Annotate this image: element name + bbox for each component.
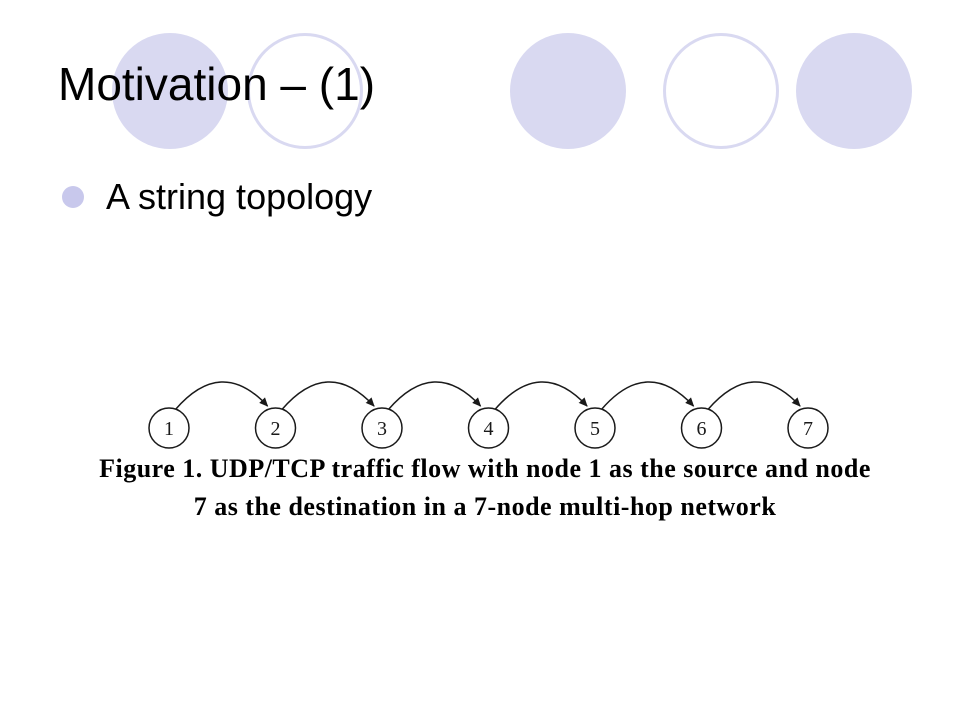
bullet-text: A string topology [106,176,373,217]
bullet-item: A string topology [62,176,372,218]
decor-circle-filled-3 [796,33,912,149]
node-2-circle [254,407,297,449]
node-5: 5 [574,407,616,449]
node-5-circle [574,407,616,449]
decor-circle-ring-2 [663,33,779,149]
node-6-label: 6 [697,418,707,440]
node-3: 3 [361,407,403,449]
figure-caption: Figure 1. UDP/TCP traffic flow with node… [99,454,871,521]
node-4-circle [467,407,510,449]
edge-6-7 [706,381,801,411]
node-7: 7 [787,407,829,449]
node-1: 1 [148,407,190,449]
node-4: 4 [467,407,510,449]
edges-layer [174,381,801,411]
node-6: 6 [680,407,723,449]
node-2-label: 2 [271,418,281,440]
edge-3-4 [387,381,482,411]
node-3-label: 3 [377,418,387,440]
edge-5-6 [600,381,695,411]
node-1-circle [148,407,190,449]
bullet-dot-icon [62,186,84,208]
slide-title: Motivation – (1) [58,58,376,110]
node-4-label: 4 [484,418,494,440]
decor-circle-filled-2 [510,33,626,149]
node-7-circle [787,407,829,449]
node-5-label: 5 [590,418,600,440]
decor-circle-ring-1 [247,33,363,149]
nodes-layer: 1 2 3 4 5 6 7 [148,407,829,449]
node-3-circle [361,407,403,449]
node-6-circle [680,407,723,449]
node-1-label: 1 [164,418,174,440]
edge-2-3 [280,381,375,411]
node-7-label: 7 [803,418,813,440]
edge-4-5 [493,381,588,411]
edge-1-2 [174,381,269,411]
node-2: 2 [254,407,297,449]
decor-circle-filled-1 [112,33,228,149]
